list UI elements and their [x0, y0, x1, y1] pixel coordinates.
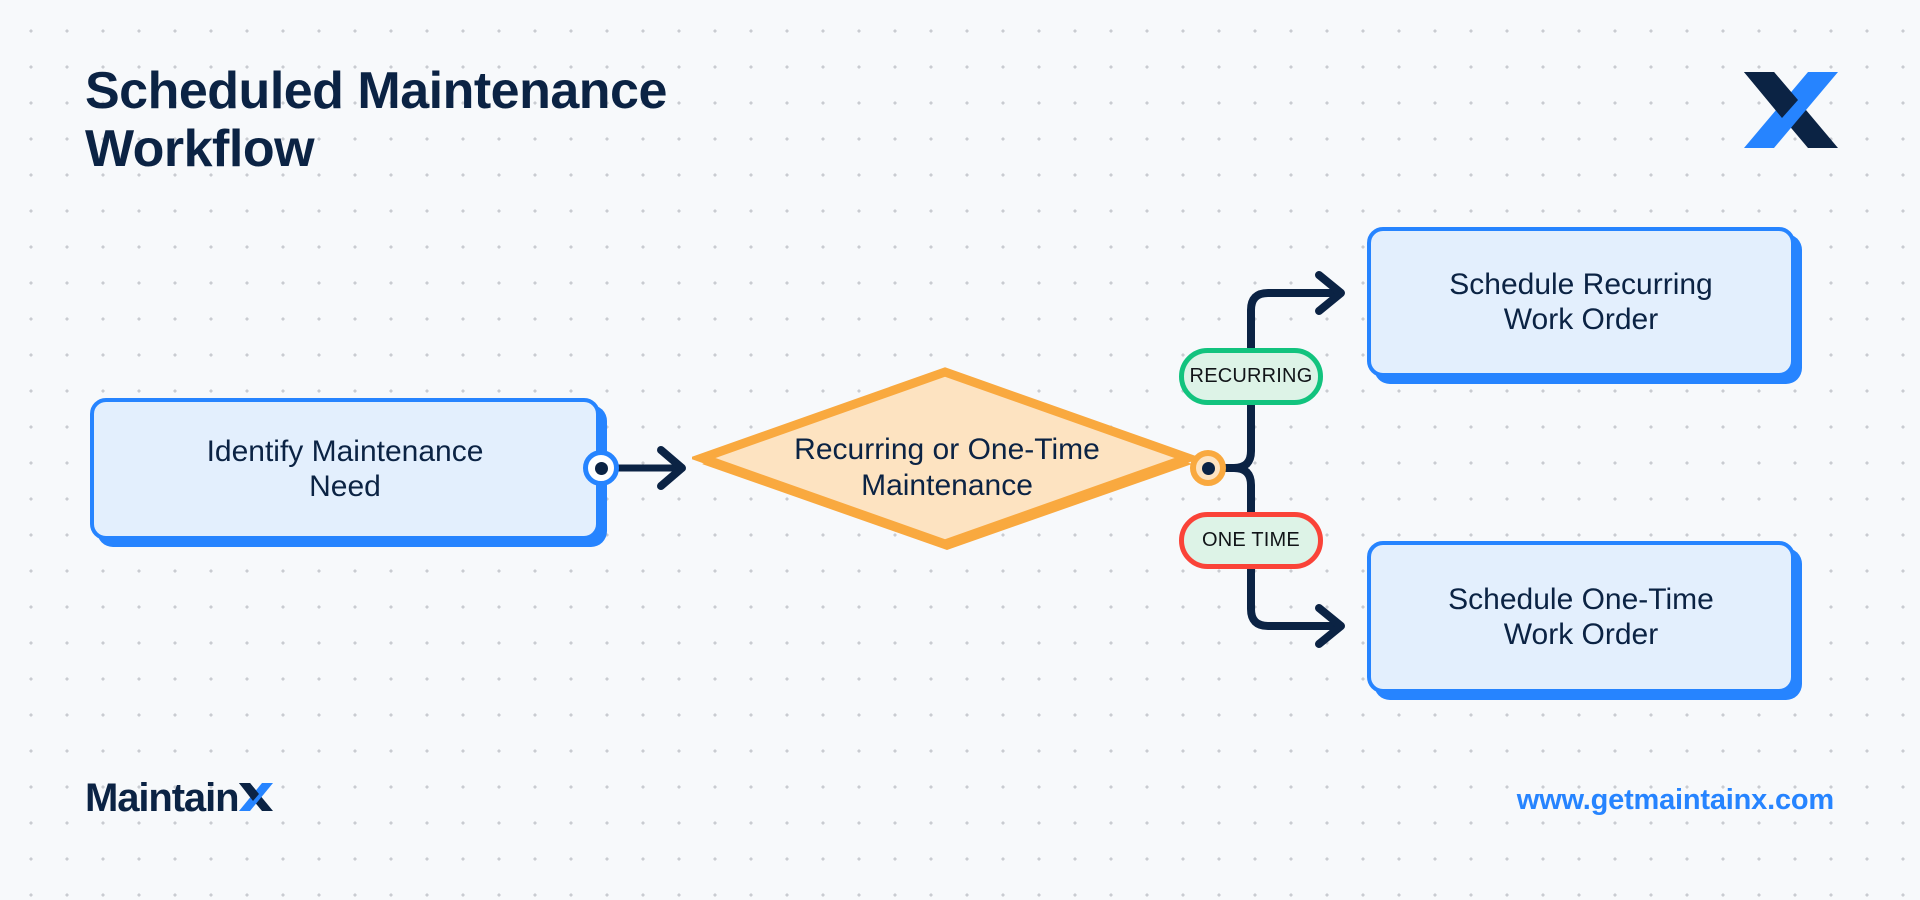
node-schedule-recurring-work-order[interactable]: Schedule Recurring Work Order	[1367, 227, 1795, 377]
branch-label-one-time[interactable]: ONE TIME	[1179, 512, 1323, 569]
maintainx-wordmark: Maintain	[85, 776, 274, 824]
node-label: Schedule One-Time Work Order	[1448, 582, 1714, 651]
branch-label-text: RECURRING	[1189, 365, 1313, 387]
node-identify-maintenance-need[interactable]: Identify Maintenance Need	[90, 398, 600, 540]
wordmark-text: Maintain	[85, 776, 240, 820]
node-label: Recurring or One-Time Maintenance	[794, 433, 1100, 502]
node-schedule-one-time-work-order[interactable]: Schedule One-Time Work Order	[1367, 541, 1795, 693]
connector-port-core-icon	[594, 461, 608, 475]
connector-port-identify-output[interactable]	[583, 450, 619, 486]
maintainx-x-logo-icon	[239, 782, 274, 812]
connector-port-decision-output[interactable]	[1190, 450, 1226, 486]
node-label: Schedule Recurring Work Order	[1449, 267, 1713, 336]
branch-label-text: ONE TIME	[1202, 529, 1300, 551]
branch-label-recurring[interactable]: RECURRING	[1179, 348, 1323, 405]
maintainx-x-logo-icon	[1742, 68, 1840, 152]
footer-url[interactable]: www.getmaintainx.com	[1516, 784, 1834, 816]
page-title: Scheduled Maintenance Workflow	[85, 62, 667, 179]
node-label: Identify Maintenance Need	[206, 434, 484, 503]
connector-port-core-icon	[1201, 461, 1215, 475]
node-decision-recurring-or-onetime[interactable]: Recurring or One-Time Maintenance	[692, 366, 1202, 570]
diamond-shape-icon	[692, 366, 1202, 570]
